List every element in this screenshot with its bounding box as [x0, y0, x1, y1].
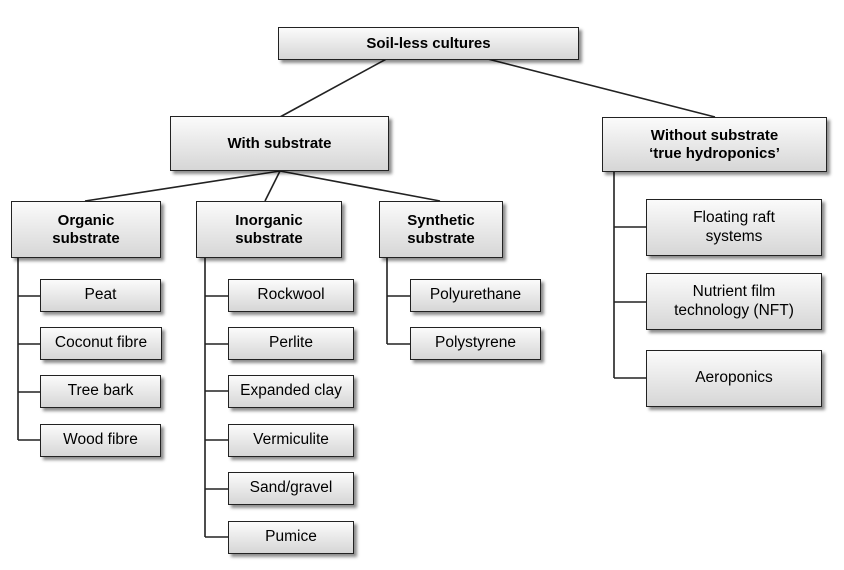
node-organic-substrate: Organic substrate [11, 201, 161, 258]
connector-organic-bracket [17, 257, 40, 441]
leaf-wood-fibre: Wood fibre [40, 424, 161, 457]
node-synthetic-substrate: Synthetic substrate [379, 201, 503, 258]
leaf-polyurethane: Polyurethane [410, 279, 541, 312]
leaf-coconut-fibre: Coconut fibre [40, 327, 162, 360]
node-inorganic-substrate: Inorganic substrate [196, 201, 342, 258]
leaf-pumice: Pumice [228, 521, 354, 554]
leaf-floating-raft: Floating raft systems [646, 199, 822, 256]
leaf-polystyrene: Polystyrene [410, 327, 541, 360]
node-without-substrate: Without substrate ‘true hydroponics’ [602, 117, 827, 172]
leaf-rockwool: Rockwool [228, 279, 354, 312]
connector-synthetic-bracket [386, 257, 410, 345]
connector-hydroponics-bracket [613, 171, 646, 379]
leaf-vermiculite: Vermiculite [228, 424, 354, 457]
node-with-substrate: With substrate [170, 116, 389, 171]
leaf-aeroponics: Aeroponics [646, 350, 822, 407]
leaf-nft: Nutrient film technology (NFT) [646, 273, 822, 330]
connector-root-with [279, 56, 391, 118]
connector-with-synthetic [279, 170, 441, 202]
leaf-expanded-clay: Expanded clay [228, 375, 354, 408]
leaf-sand-gravel: Sand/gravel [228, 472, 354, 505]
connector-with-organic [84, 170, 281, 202]
node-root: Soil-less cultures [278, 27, 579, 60]
connector-inorganic-bracket [204, 257, 228, 538]
connector-root-without [479, 56, 716, 118]
leaf-peat: Peat [40, 279, 161, 312]
leaf-tree-bark: Tree bark [40, 375, 161, 408]
leaf-perlite: Perlite [228, 327, 354, 360]
connector-with-inorganic [264, 170, 281, 202]
